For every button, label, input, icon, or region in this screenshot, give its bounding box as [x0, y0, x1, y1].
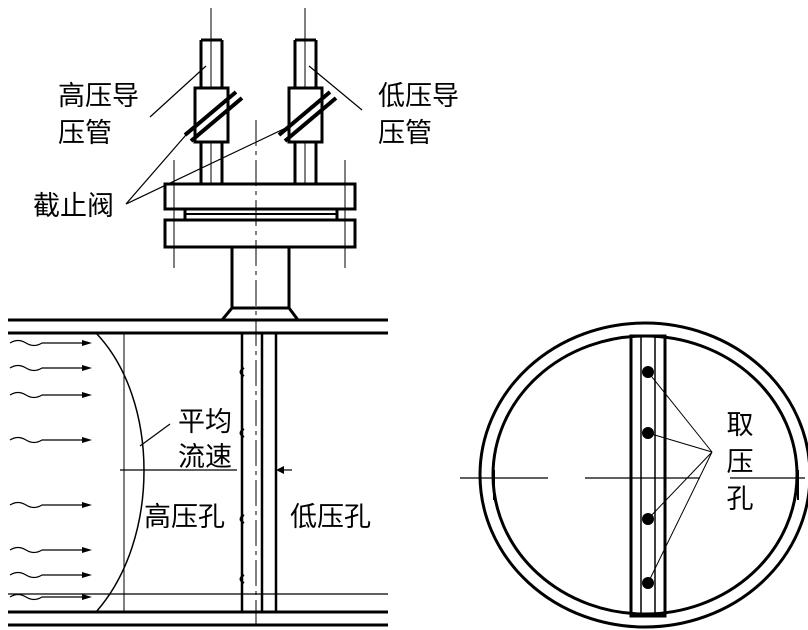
label-average-speed-line1: 平均 [178, 407, 232, 438]
label-high-pressure-tube-line2: 压管 [58, 118, 112, 149]
pipe-bottom-wall [8, 610, 388, 627]
velocity-profile-curve [95, 332, 145, 613]
label-average-speed-line2: 流速 [178, 442, 232, 473]
label-low-pressure-tube-line2: 压管 [378, 118, 432, 149]
tap-holes [642, 366, 654, 589]
wall-thickness-marks [493, 470, 799, 500]
probe-rod-left [240, 120, 278, 628]
label-low-pressure-tube-line1: 低压导 [378, 81, 459, 112]
leader-lines [125, 65, 363, 447]
low-pressure-hole-arrowhead [276, 466, 284, 474]
low-pressure-valve [277, 86, 338, 144]
mount-neck [218, 247, 301, 322]
label-high-pressure-hole: 高压孔 [144, 502, 225, 533]
tap-hole-leaders [647, 371, 713, 584]
gasket [183, 207, 339, 222]
label-tap-hole-1: 取 [726, 410, 754, 441]
label-stop-valve: 截止阀 [33, 191, 114, 222]
label-tap-hole-3: 孔 [726, 484, 754, 515]
flange-upper [163, 182, 357, 211]
high-pressure-valve [183, 86, 244, 144]
flange-lower [163, 218, 357, 249]
label-low-pressure-hole: 低压孔 [290, 502, 371, 533]
flow-arrows [9, 339, 82, 601]
pipe-top-wall [8, 318, 388, 335]
label-high-pressure-tube-line1: 高压导 [58, 81, 139, 112]
label-tap-hole-2: 压 [726, 447, 754, 478]
flow-arrowheads [82, 340, 92, 600]
flange-bolt-lines [173, 160, 346, 268]
high-pressure-holes [239, 367, 245, 584]
